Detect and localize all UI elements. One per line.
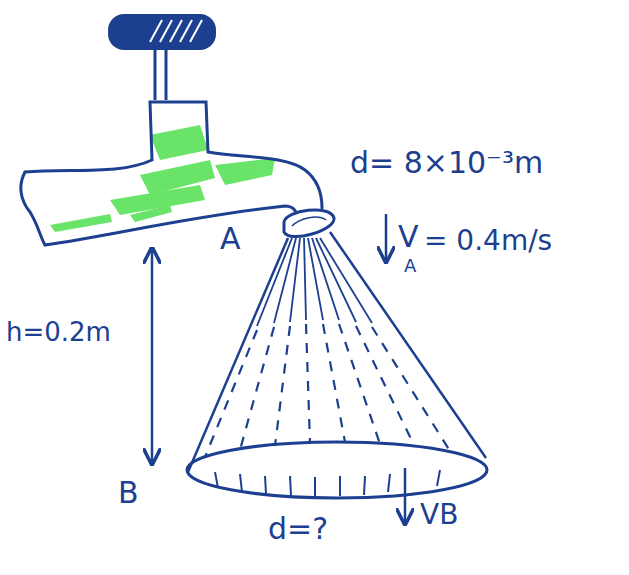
tap-stem	[155, 50, 166, 100]
spray-base	[187, 442, 487, 498]
point-label: B	[118, 476, 139, 509]
tap-nozzle	[284, 210, 334, 237]
value-label: = 0.4m/s	[424, 226, 552, 257]
height-arrow	[151, 250, 154, 462]
velocity-arrow	[385, 214, 388, 260]
spray-lines	[257, 238, 372, 326]
nozzle-detail	[292, 217, 326, 226]
variable-label: V	[398, 220, 419, 253]
tap-body	[25, 102, 322, 208]
tap-handle	[108, 14, 216, 50]
dimension-label: d= 8×10⁻³m	[350, 146, 543, 179]
spray-edge	[188, 238, 288, 472]
dimension-label: d=?	[268, 512, 328, 545]
point-label: A	[220, 222, 241, 255]
velocity-arrow	[404, 468, 407, 522]
subscript-label: A	[404, 256, 416, 276]
handle-hatching	[150, 20, 202, 42]
water-fill	[50, 125, 275, 232]
tap-body-bottom	[21, 172, 296, 245]
variable-label: VB	[420, 500, 458, 531]
dimension-label: h=0.2m	[6, 318, 111, 347]
spray-edge	[330, 232, 486, 458]
spray-dashes	[205, 324, 450, 457]
